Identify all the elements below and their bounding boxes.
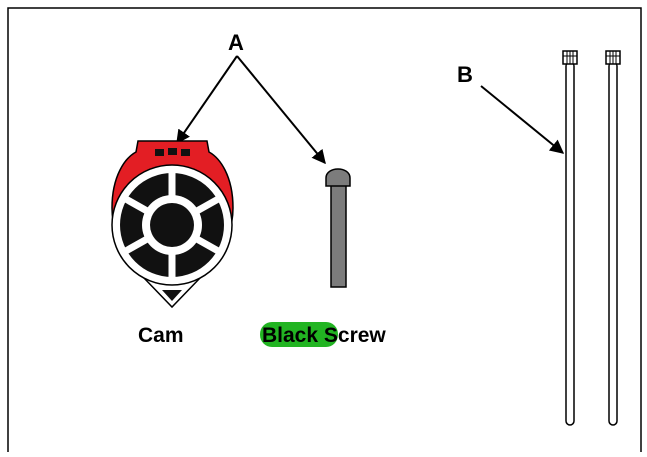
callout-a-arrow-to-screw (236, 55, 326, 165)
callout-a-label: A (228, 30, 244, 55)
cam-label: Cam (138, 324, 184, 347)
screw-label: Black Screw (262, 324, 386, 347)
screw-label-rest: Screw (318, 324, 386, 347)
black-highlight (260, 322, 338, 347)
callout-a-arrow-to-cam (176, 55, 238, 145)
frame-border (7, 7, 642, 452)
screw-label-highlight: Black (262, 324, 318, 347)
rod-icon (562, 50, 578, 426)
cam-icon (111, 140, 234, 309)
callout-b-label: B (457, 62, 473, 87)
rod-icon (605, 50, 621, 426)
callout-b-arrow (480, 85, 565, 154)
black-screw-icon (325, 168, 351, 288)
